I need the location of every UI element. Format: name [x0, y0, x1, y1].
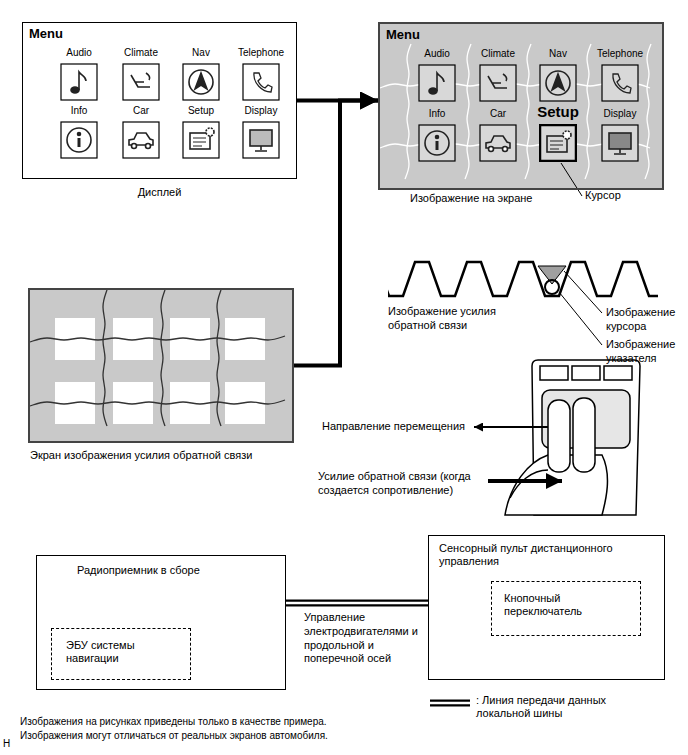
bus-line — [286, 603, 428, 604]
icon-picture — [60, 63, 98, 101]
menu-icon: Info — [51, 105, 107, 161]
feedback-screen: Экран изображения усилия обратной связи — [28, 288, 294, 443]
icon-label: Display — [245, 105, 278, 117]
touchpad-hand — [505, 360, 640, 515]
legend-text: : Линия передачи данных локальной шины — [476, 694, 626, 720]
icon-label: Audio — [423, 48, 451, 60]
node-text: Сенсорный пульт дистанционного управлени… — [439, 542, 654, 568]
figure-code: H — [3, 738, 10, 751]
display-screen: MenuДисплейAudioClimateNavTelephoneInfoC… — [22, 22, 297, 179]
signal-arrow — [294, 101, 378, 366]
icon-picture — [122, 63, 160, 101]
menu-icon: Nav — [530, 48, 586, 104]
icon-label: Telephone — [596, 48, 644, 60]
callout: Изображение курсора — [606, 306, 682, 334]
icon-picture — [182, 63, 220, 101]
icon-picture — [122, 121, 160, 159]
icon-label: Display — [603, 108, 638, 120]
force-grid — [30, 44, 651, 426]
icon-picture — [479, 124, 517, 162]
node-text: Дисплей — [23, 186, 296, 199]
force-arrow — [488, 479, 562, 483]
callout: Изображение усилия обратной связи — [388, 305, 513, 333]
menu-icon: Info — [409, 108, 465, 164]
direction-arrow — [474, 426, 548, 428]
radio-assembly: Радиоприемник в сбореЭБУ системы навигац… — [36, 555, 286, 690]
screen-ground — [378, 22, 664, 190]
touch-remote: Сенсорный пульт дистанционного управлени… — [428, 535, 665, 680]
icon-label: Info — [71, 105, 88, 117]
icon-picture — [601, 64, 639, 102]
legend-entry: : Линия передачи данных локальной шины — [428, 694, 668, 722]
icon-label: Climate — [124, 47, 158, 59]
node-text: Экран изображения усилия обратной связи — [30, 449, 292, 462]
icon-label: Car — [133, 105, 149, 117]
edge-label: Управление электродвигателями и продольн… — [304, 611, 426, 666]
menu-icon: Audio — [409, 48, 465, 104]
icon-label: Setup — [536, 103, 580, 121]
node-text: Изображение на экране — [410, 192, 550, 205]
node-text: ЭБУ системы навигации — [66, 639, 176, 665]
icon-picture — [539, 124, 577, 162]
menu-title: Menu — [29, 26, 63, 42]
icon-picture — [242, 121, 280, 159]
icon-label: Climate — [480, 48, 516, 60]
menu-icon: Telephone — [233, 47, 289, 103]
icon-label: Nav — [548, 48, 568, 60]
note: Изображения на рисунках приведены только… — [20, 716, 327, 729]
menu-title: Menu — [386, 27, 420, 43]
icon-picture — [242, 63, 280, 101]
icon-picture — [601, 124, 639, 162]
icon-label: Telephone — [238, 47, 284, 59]
node-text: Кнопочный переключатель — [504, 592, 624, 618]
feedback-blocks — [55, 318, 265, 424]
menu-icon: Display — [233, 105, 289, 161]
menu-icon: Climate — [470, 48, 526, 104]
callout: Направление перемещения — [322, 420, 465, 434]
menu-icon: Car — [470, 108, 526, 164]
callout: Усилие обратной связи (когда создается с… — [318, 470, 483, 498]
icon-label: Audio — [66, 47, 92, 59]
callout: Изображение указателя — [606, 338, 682, 366]
icon-picture — [182, 121, 220, 159]
button-switch: Кнопочный переключатель — [491, 581, 641, 636]
menu-icon: Climate — [113, 47, 169, 103]
icon-label: Car — [489, 108, 507, 120]
note: Изображения могут отличаться от реальных… — [20, 730, 328, 743]
icon-label: Nav — [192, 47, 210, 59]
feedback-ground — [28, 288, 294, 443]
callout: Курсор — [585, 189, 621, 203]
menu-icon: Audio — [51, 47, 107, 103]
icon-picture — [539, 64, 577, 102]
icon-picture — [60, 121, 98, 159]
icon-picture — [479, 64, 517, 102]
icon-label: Setup — [188, 105, 214, 117]
icon-label: Info — [428, 108, 447, 120]
menu-icon: Display — [592, 108, 648, 164]
screen-image: MenuИзображение на экранеAudioClimateNav… — [378, 22, 664, 190]
icon-picture — [418, 64, 456, 102]
menu-icon: Nav — [173, 47, 229, 103]
menu-icon: Telephone — [592, 48, 648, 104]
navigation-ecu: ЭБУ системы навигации — [51, 628, 191, 680]
icon-picture — [418, 124, 456, 162]
legend-sample — [428, 697, 472, 709]
menu-icon: Car — [113, 105, 169, 161]
menu-icon: Setup — [530, 108, 586, 164]
node-text: Радиоприемник в сборе — [77, 564, 200, 577]
force-profile — [388, 262, 658, 296]
cursor-triangle — [538, 266, 566, 284]
pointer-circle — [545, 280, 559, 294]
menu-icon: Setup — [173, 105, 229, 161]
